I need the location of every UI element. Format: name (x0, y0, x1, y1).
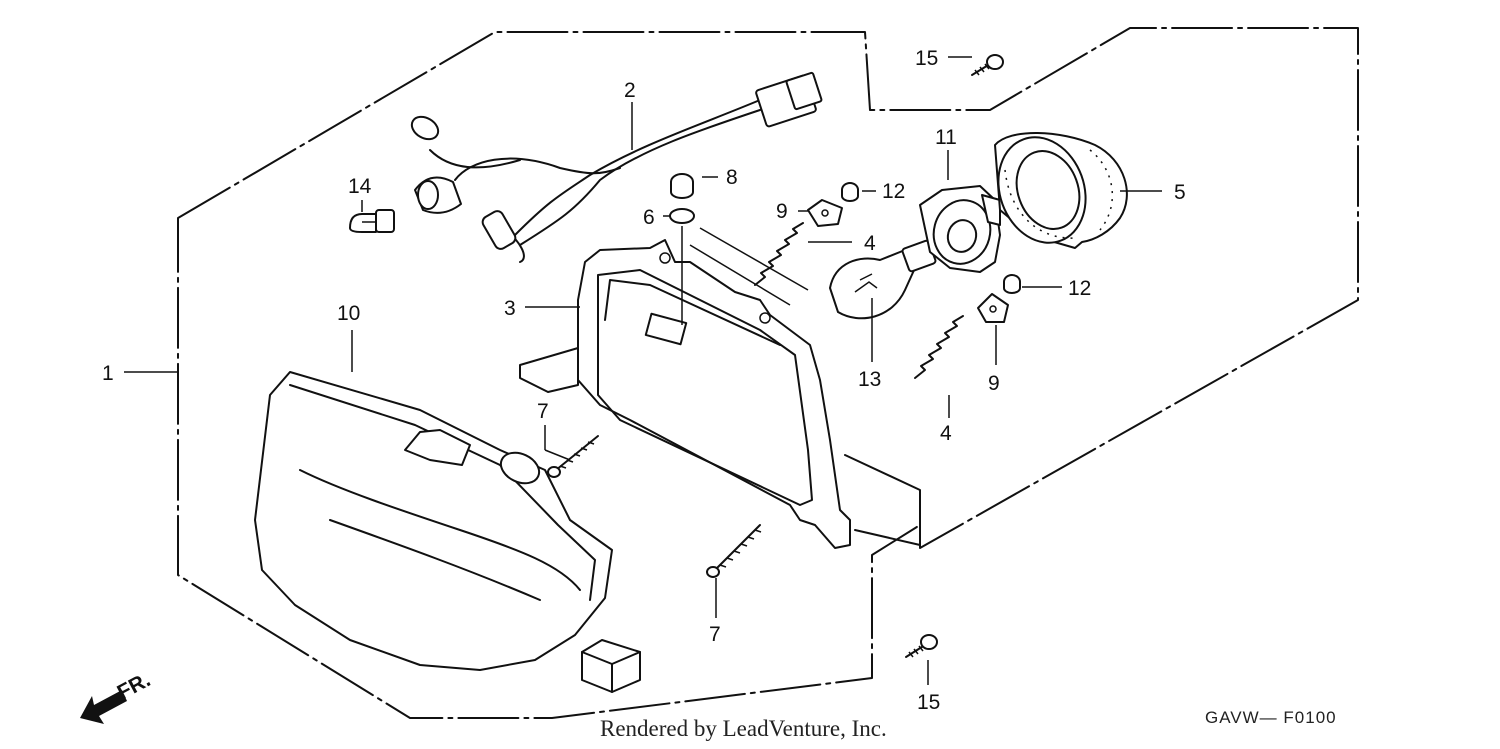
callout-15-lower: 15 (917, 691, 940, 714)
part-4-spring-upper (754, 222, 804, 286)
part-11-bulb-socket (919, 185, 1001, 273)
part-9-plate-lower (977, 293, 1009, 323)
part-2-wire-harness (410, 71, 823, 263)
callout-6: 6 (643, 206, 655, 229)
part-15-screw-lower (905, 634, 938, 658)
callout-9-upper: 9 (776, 200, 788, 223)
part-8-screw (670, 173, 694, 199)
callout-7-upper: 7 (537, 400, 549, 423)
diagram-code: GAVW— F0100 (1205, 708, 1337, 727)
callout-14: 14 (348, 175, 372, 198)
callout-8: 8 (726, 166, 738, 189)
callout-15-upper: 15 (915, 47, 938, 70)
part-4-spring-lower (914, 315, 964, 379)
part-12-nut-lower (1003, 274, 1021, 294)
callout-7-lower: 7 (709, 623, 721, 646)
front-arrow-icon (80, 690, 127, 724)
part-13-headlight-bulb (829, 239, 937, 320)
callout-4-lower: 4 (940, 422, 952, 445)
callout-13: 13 (858, 368, 881, 391)
callout-2: 2 (624, 79, 636, 102)
callout-1: 1 (102, 362, 114, 385)
front-direction-indicator: FR. (80, 668, 154, 724)
callout-12-upper: 12 (882, 180, 905, 203)
part-7-screw-upper (547, 435, 599, 478)
callout-5: 5 (1174, 181, 1186, 204)
callout-11: 11 (935, 126, 957, 149)
callout-4-upper: 4 (864, 232, 876, 255)
part-5-dust-cover (994, 132, 1128, 249)
callout-3: 3 (504, 297, 516, 320)
part-7-screw-lower (706, 524, 762, 578)
part-6-washer (669, 208, 695, 224)
part-3-headlight-case (519, 239, 921, 549)
render-credit: Rendered by LeadVenture, Inc. (600, 716, 887, 741)
part-12-nut-upper (841, 182, 859, 202)
assembly-outline (177, 27, 1359, 719)
part-14-position-bulb (349, 209, 395, 233)
callout-10: 10 (337, 302, 360, 325)
callout-12-lower: 12 (1068, 277, 1091, 300)
part-10-headlight-lens (254, 371, 613, 671)
callout-9-lower: 9 (988, 372, 1000, 395)
connector-block (581, 639, 641, 693)
part-15-screw-upper (971, 54, 1004, 76)
part-9-plate-upper (807, 199, 843, 227)
leader-lines (124, 56, 1162, 685)
